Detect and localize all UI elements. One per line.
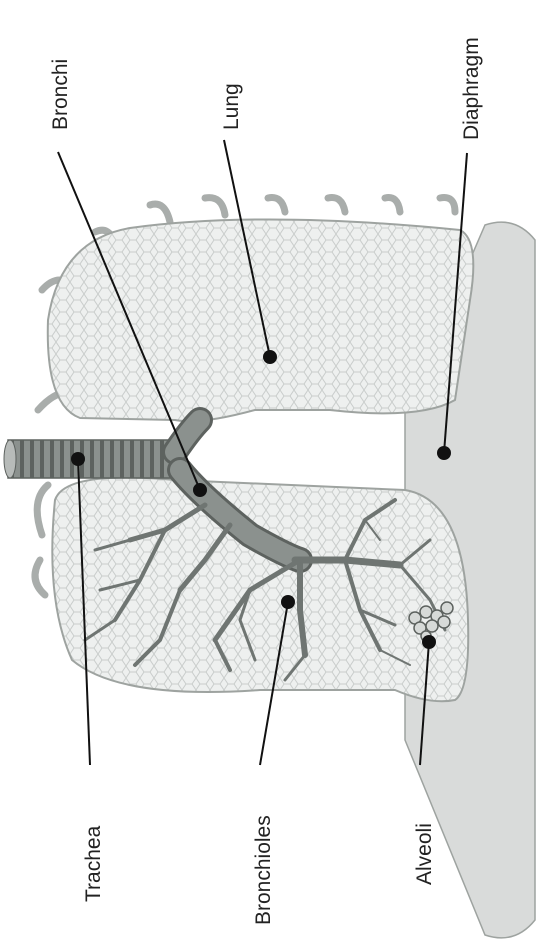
label-alveoli: Alveoli bbox=[413, 823, 436, 885]
label-bronchioles: Bronchioles bbox=[252, 815, 275, 925]
alveoli-dot bbox=[422, 635, 436, 649]
left-lung bbox=[52, 478, 468, 702]
trachea-dot bbox=[71, 452, 85, 466]
lung-dot bbox=[263, 350, 277, 364]
bronchi-dot bbox=[193, 483, 207, 497]
label-lung: Lung bbox=[220, 83, 243, 130]
bronchioles-dot bbox=[281, 595, 295, 609]
label-trachea: Trachea bbox=[82, 825, 105, 902]
trachea-tube bbox=[8, 440, 175, 478]
trachea-opening bbox=[4, 440, 16, 478]
label-diaphragm: Diaphragm bbox=[460, 37, 483, 140]
right-lung bbox=[48, 219, 474, 421]
label-bronchi: Bronchi bbox=[49, 59, 72, 130]
diaphragm-dot bbox=[437, 446, 451, 460]
